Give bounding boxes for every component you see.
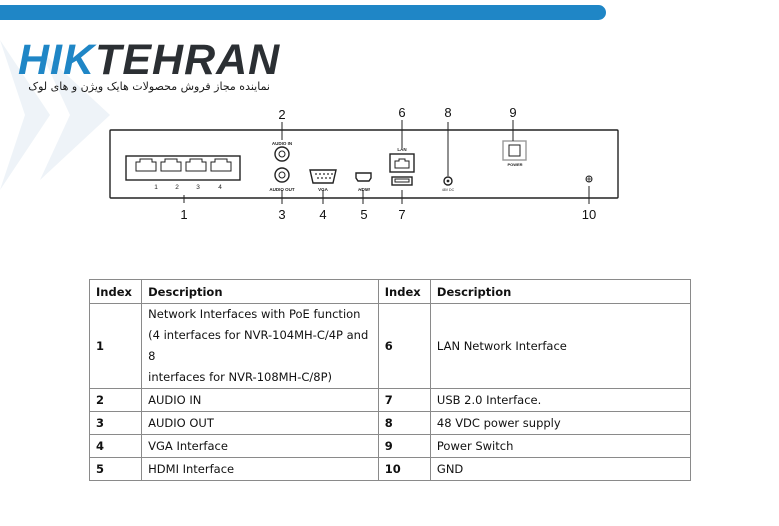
device-chassis [109, 129, 619, 199]
row-index: 8 [377, 411, 431, 435]
audio-out-label: AUDIO OUT [269, 187, 295, 192]
callout-5: 5 [360, 207, 367, 222]
dc-power-jack [443, 176, 453, 186]
power-switch [502, 140, 527, 161]
row-index: 3 [88, 411, 143, 435]
brand-logo: HIK TEHRAN [18, 38, 280, 82]
row-description: USB 2.0 Interface. [429, 388, 692, 412]
callout-4: 4 [319, 207, 326, 222]
audio-out-jack [274, 167, 290, 183]
callout-8: 8 [444, 105, 451, 120]
row-index: 6 [377, 303, 431, 389]
port-label-4: 4 [218, 184, 222, 191]
audio-in-label: AUDIO IN [272, 141, 292, 146]
header-index-1: Index [88, 279, 143, 304]
port-label-1: 1 [154, 184, 158, 191]
brand-name-part1: HIK [18, 36, 96, 84]
row-description: Power Switch [429, 434, 692, 458]
usb-port [391, 176, 413, 186]
callout-lines [183, 120, 590, 204]
header-description-1: Description [141, 279, 379, 304]
dc-label: 48V DC [442, 188, 455, 192]
interface-table: Index Description Index Description 1 Ne… [88, 279, 692, 481]
row-description: Network Interfaces with PoE function (4 … [141, 303, 379, 389]
table-row: 1 Network Interfaces with PoE function (… [88, 303, 692, 389]
audio-in-jack [274, 146, 290, 162]
row-description: AUDIO OUT [141, 411, 379, 435]
row-index: 7 [377, 388, 431, 412]
brand-tagline: نماینده مجاز فروش محصولات هایک ویژن و ها… [28, 80, 270, 93]
hdmi-label: HDMI [358, 187, 370, 192]
header-index-2: Index [377, 279, 431, 304]
header-bar [0, 5, 606, 20]
row-description: HDMI Interface [141, 457, 379, 481]
header-description-2: Description [429, 279, 692, 304]
poe-port-group [125, 155, 241, 181]
callout-1: 1 [180, 207, 187, 222]
vga-port [309, 169, 337, 184]
lan-label: LAN [397, 147, 406, 152]
callout-2: 2 [278, 107, 285, 122]
callout-3: 3 [278, 207, 285, 222]
lan-port [389, 153, 415, 173]
poe-ports [135, 158, 232, 172]
callout-10: 10 [582, 207, 596, 222]
watermark-logo [0, 40, 110, 190]
power-label: POWER [507, 162, 522, 167]
row-description: 48 VDC power supply [429, 411, 692, 435]
brand-name-part2: TEHRAN [95, 36, 281, 84]
table-row: 3 AUDIO OUT 8 48 VDC power supply [88, 411, 692, 435]
port-label-2: 2 [175, 184, 179, 191]
hdmi-port [355, 172, 372, 182]
description-line: interfaces for NVR-108MH-C/8P) [148, 370, 333, 384]
table-row: 4 VGA Interface 9 Power Switch [88, 434, 692, 458]
table-row: 2 AUDIO IN 7 USB 2.0 Interface. [88, 388, 692, 412]
row-description: VGA Interface [141, 434, 379, 458]
port-label-3: 3 [196, 184, 200, 191]
row-index: 2 [88, 388, 143, 412]
row-description: GND [429, 457, 692, 481]
row-index: 10 [377, 457, 431, 481]
table-header-row: Index Description Index Description [88, 279, 692, 304]
row-description: AUDIO IN [141, 388, 379, 412]
description-line: (4 interfaces for NVR-104MH-C/4P and 8 [148, 328, 369, 363]
row-index: 1 [88, 303, 143, 389]
rear-panel-diagram: 1 2 3 4 AUDIO IN AUDIO OUT VGA HDMI LAN … [109, 105, 619, 222]
row-index: 9 [377, 434, 431, 458]
callout-9: 9 [509, 105, 516, 120]
table-row: 5 HDMI Interface 10 GND [88, 457, 692, 481]
row-description: LAN Network Interface [429, 303, 692, 389]
row-index: 4 [88, 434, 143, 458]
description-line: Network Interfaces with PoE function [148, 307, 361, 321]
callout-7: 7 [398, 207, 405, 222]
callout-6: 6 [398, 105, 405, 120]
vga-label: VGA [318, 187, 329, 192]
row-index: 5 [88, 457, 143, 481]
